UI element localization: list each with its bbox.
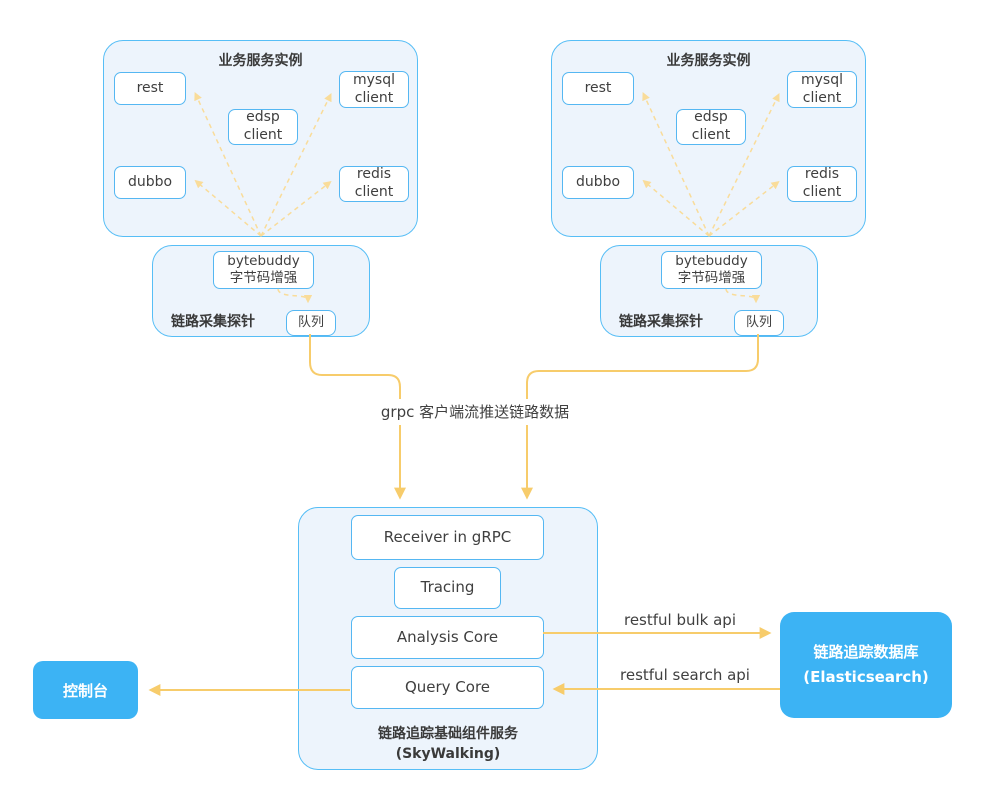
- edge-label-bulk-api: restful bulk api: [623, 611, 737, 629]
- node-dubbo: dubbo: [114, 166, 186, 199]
- node-receiver-grpc: Receiver in gRPC: [351, 515, 544, 560]
- trace-probe-panel-right: bytebuddy 字节码增强 链路采集探针 队列: [600, 245, 818, 337]
- node-query-core: Query Core: [351, 666, 544, 709]
- node-tracing: Tracing: [394, 567, 501, 609]
- probe-label: 链路采集探针: [619, 314, 703, 330]
- node-redis-client: redis client: [787, 166, 857, 202]
- skywalking-caption: 链路追踪基础组件服务 (SkyWalking): [378, 726, 518, 763]
- panel-title: 业务服务实例: [666, 53, 751, 69]
- node-edsp-client: edsp client: [676, 109, 746, 145]
- node-rest: rest: [562, 72, 634, 105]
- node-mysql-client: mysql client: [339, 71, 409, 108]
- edge-label-search-api: restful search api: [620, 666, 750, 684]
- node-dubbo: dubbo: [562, 166, 634, 199]
- node-mysql-client: mysql client: [787, 71, 857, 108]
- node-edsp-client: edsp client: [228, 109, 298, 145]
- node-bytebuddy: bytebuddy 字节码增强: [661, 251, 762, 289]
- node-bytebuddy: bytebuddy 字节码增强: [213, 251, 314, 289]
- node-analysis-core: Analysis Core: [351, 616, 544, 659]
- skywalking-panel: Receiver in gRPC Tracing Analysis Core Q…: [298, 507, 598, 770]
- grpc-flow-label: grpc 客户端流推送链路数据: [364, 399, 586, 425]
- elasticsearch-box: 链路追踪数据库 (Elasticsearch): [780, 612, 952, 718]
- service-instances-panel-right: 业务服务实例 rest mysql client edsp client dub…: [551, 40, 866, 237]
- service-instances-panel-left: 业务服务实例 rest mysql client edsp client dub…: [103, 40, 418, 237]
- node-rest: rest: [114, 72, 186, 105]
- node-redis-client: redis client: [339, 166, 409, 202]
- panel-title: 业务服务实例: [218, 53, 303, 69]
- trace-probe-panel-left: bytebuddy 字节码增强 链路采集探针 队列: [152, 245, 370, 337]
- console-box: 控制台: [33, 661, 138, 719]
- probe-label: 链路采集探针: [171, 314, 255, 330]
